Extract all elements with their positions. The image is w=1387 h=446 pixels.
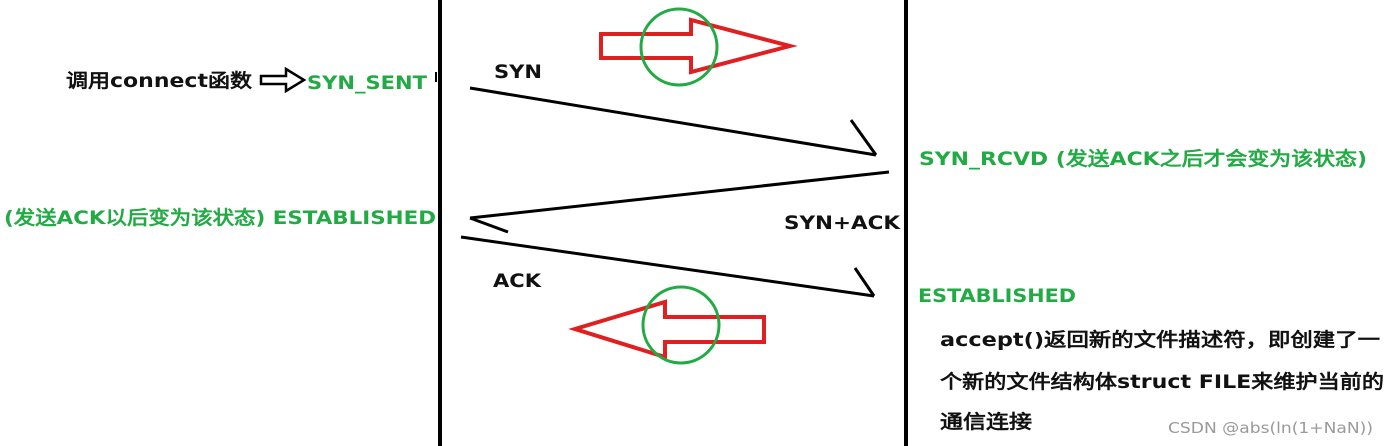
accept-note-line-2: 个新的文件结构体struct FILE来维护当前的 [939,370,1384,393]
server-established-state: ESTABLISHED [918,285,1076,307]
syn-ack-message-arrow [469,170,890,234]
green-circle-icon [639,7,719,87]
syn-label: SYN [494,61,542,83]
syn-message-arrow [469,86,878,157]
syn-ack-label: SYN+ACK [784,212,901,234]
accept-note-line-3: 通信连接 [940,410,1032,433]
connect-call-label: 调用connect函数 [66,69,253,92]
ack-message-arrow [460,235,876,298]
accept-note-line-1: accept()返回新的文件描述符，即创建了一 [940,328,1380,351]
red-right-arrow-icon [599,17,798,75]
hollow-right-arrow-icon [259,66,307,94]
syn-rcvd-state: SYN_RCVD (发送ACK之后才会变为该状态) [919,147,1367,170]
watermark: CSDN @abs(ln(1+NaN)) [1168,419,1373,437]
ack-label: ACK [493,270,542,292]
client-established-state: (发送ACK以后变为该状态) ESTABLISHED [4,206,436,229]
green-circle-icon [641,285,721,365]
red-left-arrow-icon [568,299,766,360]
syn-sent-state: SYN_SENT [307,72,427,94]
